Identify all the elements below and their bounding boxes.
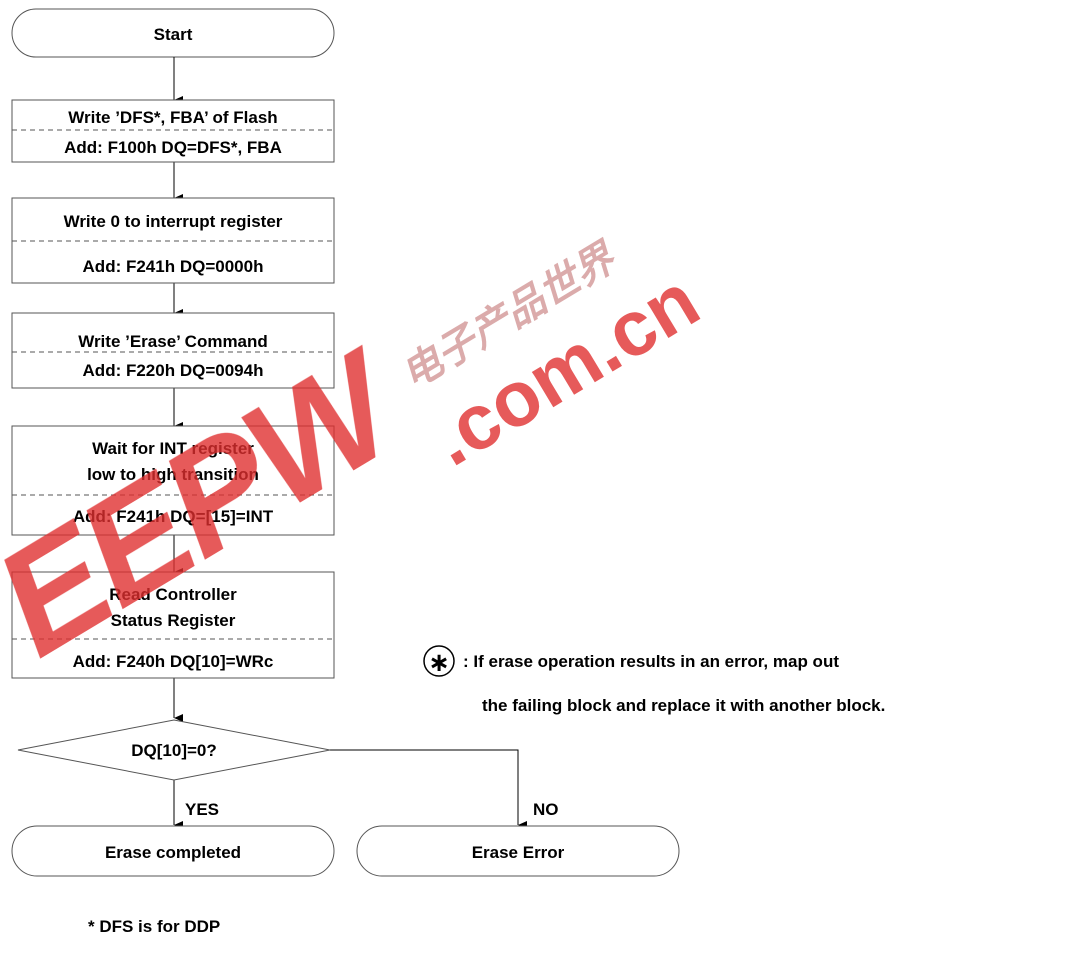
decision-label: DQ[10]=0? — [131, 741, 217, 760]
note-line2: the failing block and replace it with an… — [482, 696, 885, 715]
step3-title: Write ’Erase’ Command — [78, 332, 268, 351]
note-line1: : If erase operation results in an error… — [463, 652, 839, 671]
step5-subtitle: Status Register — [111, 611, 236, 630]
asterisk-symbol: ∗ — [428, 648, 450, 678]
no-label: NO — [533, 800, 559, 819]
step4-title: Wait for INT register — [92, 439, 254, 458]
asterisk-icon — [423, 645, 455, 677]
process-box-write-dfs-fba — [11, 99, 335, 163]
process-box-read-status — [11, 571, 335, 679]
step5-title: Read Controller — [109, 585, 237, 604]
step5-address: Add: F240h DQ[10]=WRc — [73, 652, 274, 671]
process-box-erase-command — [11, 312, 335, 389]
step2-address: Add: F241h DQ=0000h — [83, 257, 264, 276]
process-box-wait-int — [11, 425, 335, 536]
start-terminal — [11, 8, 335, 58]
start-label: Start — [154, 25, 193, 44]
footnote: * DFS is for DDP — [88, 917, 220, 936]
end-error-label: Erase Error — [472, 843, 565, 862]
decision-diamond — [17, 719, 331, 781]
no-arrow — [328, 749, 527, 829]
step3-address: Add: F220h DQ=0094h — [83, 361, 264, 380]
step4-subtitle: low to high transition — [87, 465, 259, 484]
step1-address: Add: F100h DQ=DFS*, FBA — [64, 138, 282, 157]
step1-title: Write ’DFS*, FBA’ of Flash — [68, 108, 277, 127]
end-completed-label: Erase completed — [105, 843, 241, 862]
step2-title: Write 0 to interrupt register — [64, 212, 283, 231]
yes-label: YES — [185, 800, 219, 819]
watermark: EEPW .com.cn 电子产品世界 — [0, 235, 713, 688]
end-terminal-completed — [11, 825, 335, 877]
step4-address: Add: F241h DQ=[15]=INT — [73, 507, 274, 526]
end-terminal-error — [356, 825, 680, 877]
